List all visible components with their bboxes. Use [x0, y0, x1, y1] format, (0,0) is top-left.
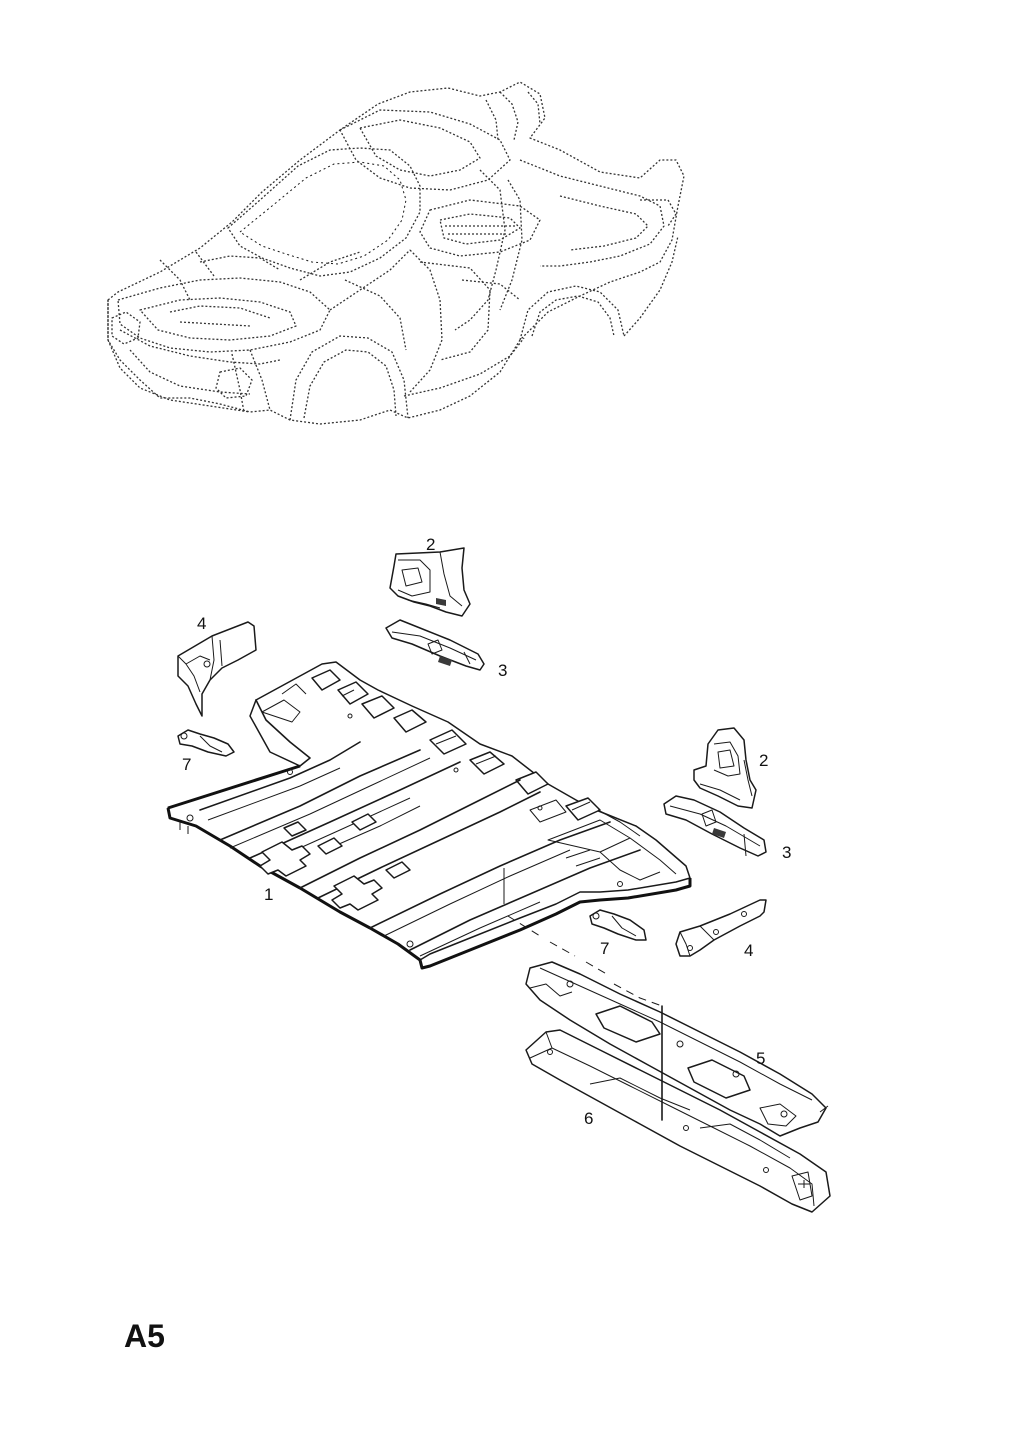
label-3-left: 3	[498, 661, 507, 680]
page-code: A5	[124, 1318, 165, 1354]
label-7-left: 7	[182, 755, 191, 774]
label-4-left: 4	[197, 614, 206, 633]
part-7-bracket-left	[177, 729, 235, 757]
part-3-rail-top	[385, 619, 485, 671]
part-2-bracket-right	[693, 727, 757, 809]
label-3-right: 3	[782, 843, 791, 862]
leader-dash-5	[613, 983, 663, 1007]
label-4-right: 4	[744, 941, 753, 960]
label-6: 6	[584, 1109, 593, 1128]
label-2-right: 2	[759, 751, 768, 770]
part-3-rail-right	[663, 795, 767, 857]
label-2-left: 2	[426, 535, 435, 554]
label-7-right: 7	[600, 939, 609, 958]
car-body-shell	[107, 81, 685, 425]
part-4-panel-left	[177, 621, 257, 717]
part-4-panel-right	[675, 899, 767, 957]
part-1-floor-pan	[166, 661, 692, 977]
label-1: 1	[264, 885, 273, 904]
label-5: 5	[756, 1049, 765, 1068]
part-6-sill-rail	[525, 1029, 831, 1213]
part-5-long-rail	[525, 961, 829, 1137]
part-7-bracket-right	[589, 909, 647, 941]
part-2-bracket-top	[389, 547, 471, 617]
